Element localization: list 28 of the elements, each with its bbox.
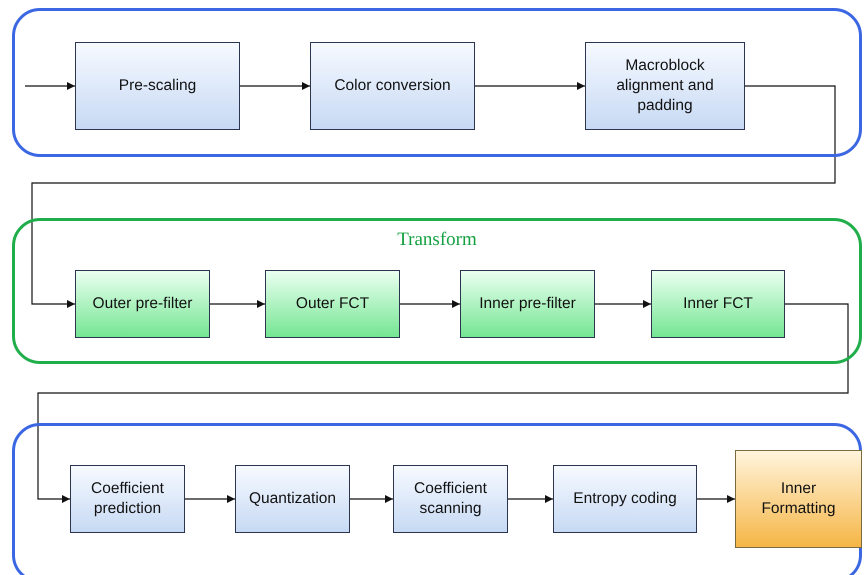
- arrow: [31, 85, 836, 308]
- process-box: Pre-scaling: [75, 42, 240, 130]
- process-box: Inner pre-filter: [460, 270, 595, 338]
- group-frame: [12, 8, 862, 157]
- arrow: [508, 495, 553, 503]
- arrow: [595, 300, 651, 308]
- group-title: Transform: [396, 229, 478, 251]
- arrow: [697, 495, 735, 503]
- process-box: Inner FCT: [651, 270, 785, 338]
- process-box: Outer pre-filter: [75, 270, 210, 338]
- process-box: Macroblock alignment and padding: [585, 42, 745, 130]
- arrow: [400, 300, 460, 308]
- process-box: Entropy coding: [553, 465, 697, 533]
- process-box: Coefficient prediction: [70, 465, 185, 533]
- process-box: Quantization: [235, 465, 350, 533]
- process-box: Coefficient scanning: [393, 465, 508, 533]
- process-box: Color conversion: [310, 42, 475, 130]
- group-frame: [12, 218, 862, 364]
- arrow: [185, 495, 235, 503]
- arrow: [210, 300, 265, 308]
- group-frame: [12, 423, 862, 575]
- arrow: [350, 495, 393, 503]
- process-box: Inner Formatting: [735, 450, 862, 548]
- arrow: [475, 82, 585, 90]
- process-box: Outer FCT: [265, 270, 400, 338]
- arrow: [37, 303, 849, 503]
- arrow: [240, 82, 310, 90]
- arrow: [25, 82, 75, 90]
